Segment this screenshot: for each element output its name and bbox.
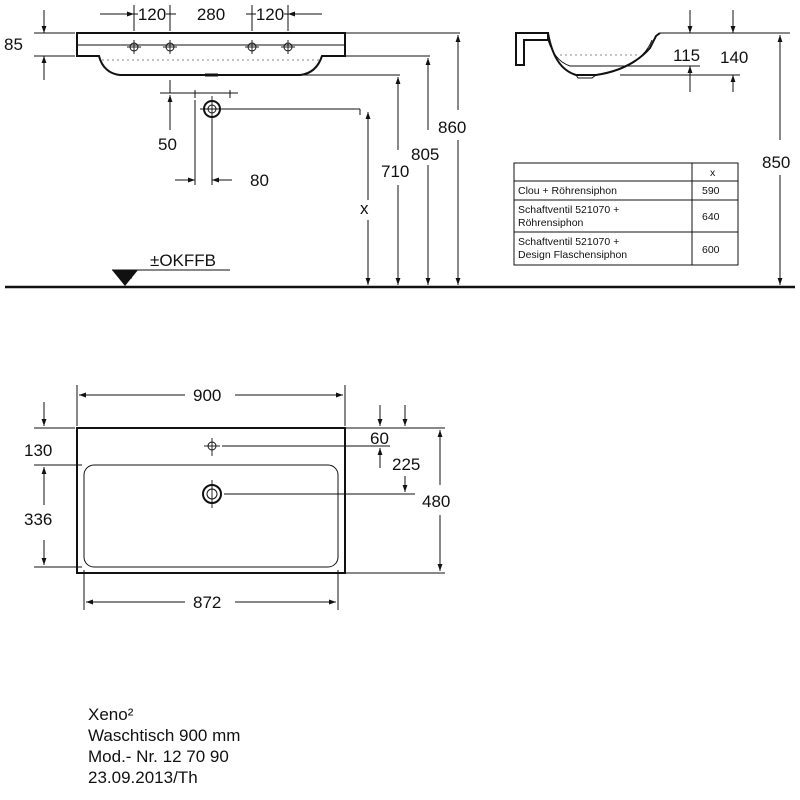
table-header-x: x — [710, 167, 716, 179]
dim-130: 130 — [24, 441, 52, 460]
dim-710: 710 — [381, 162, 409, 181]
product-description: Waschtisch 900 mm — [88, 726, 241, 745]
drawing-date: 23.09.2013/Th — [88, 768, 198, 787]
floor-level-label: ±OKFFB — [150, 251, 216, 270]
dim-60: 60 — [370, 429, 389, 448]
table-row-1-value: 590 — [702, 185, 720, 197]
table-row-3-value: 600 — [702, 244, 720, 256]
side-view: 115 140 850 — [515, 10, 790, 285]
dim-900: 900 — [193, 386, 221, 405]
table-row-2-value: 640 — [702, 211, 720, 223]
dim-120-right: 120 — [256, 5, 284, 24]
basin-side-outline — [515, 32, 549, 66]
product-name: Xeno² — [88, 705, 134, 724]
dim-480: 480 — [422, 492, 450, 511]
model-number: Mod.- Nr. 12 70 90 — [88, 747, 229, 766]
dim-336: 336 — [24, 510, 52, 529]
table-row-3-label-line2: Design Flaschensiphon — [518, 249, 627, 261]
basin-front-outline — [76, 32, 346, 76]
dim-115: 115 — [673, 46, 700, 65]
dimension-table: x Clou + Röhrensiphon 590 Schaftventil 5… — [513, 162, 739, 266]
dim-805: 805 — [411, 145, 439, 164]
table-row-2-label-line1: Schaftventil 521070 + — [518, 204, 619, 216]
dim-85: 85 — [4, 35, 23, 54]
dim-850: 850 — [762, 153, 790, 172]
dim-80: 80 — [250, 171, 269, 190]
dim-860: 860 — [438, 118, 466, 137]
dim-120-left: 120 — [138, 5, 166, 24]
tap-hole-icon — [127, 40, 295, 54]
dim-x: x — [360, 199, 369, 218]
dim-225: 225 — [392, 455, 420, 474]
tap-hole-top-icon — [204, 438, 220, 456]
table-row-2-label-line2: Röhrensiphon — [518, 217, 584, 229]
drain-top-icon — [202, 480, 222, 508]
dim-140: 140 — [720, 48, 748, 67]
top-view: 900 872 130 336 60 225 480 — [24, 385, 450, 612]
table-row-1-label: Clou + Röhrensiphon — [518, 185, 617, 197]
table-row-3-label-line1: Schaftventil 521070 + — [518, 236, 619, 248]
front-view: 120 280 120 85 50 80 x — [4, 2, 466, 285]
floor-level-marker — [112, 269, 230, 286]
dim-280: 280 — [197, 5, 225, 24]
caption-block: Xeno² Waschtisch 900 mm Mod.- Nr. 12 70 … — [88, 704, 240, 788]
dim-872: 872 — [193, 593, 221, 612]
dim-50: 50 — [158, 135, 177, 154]
